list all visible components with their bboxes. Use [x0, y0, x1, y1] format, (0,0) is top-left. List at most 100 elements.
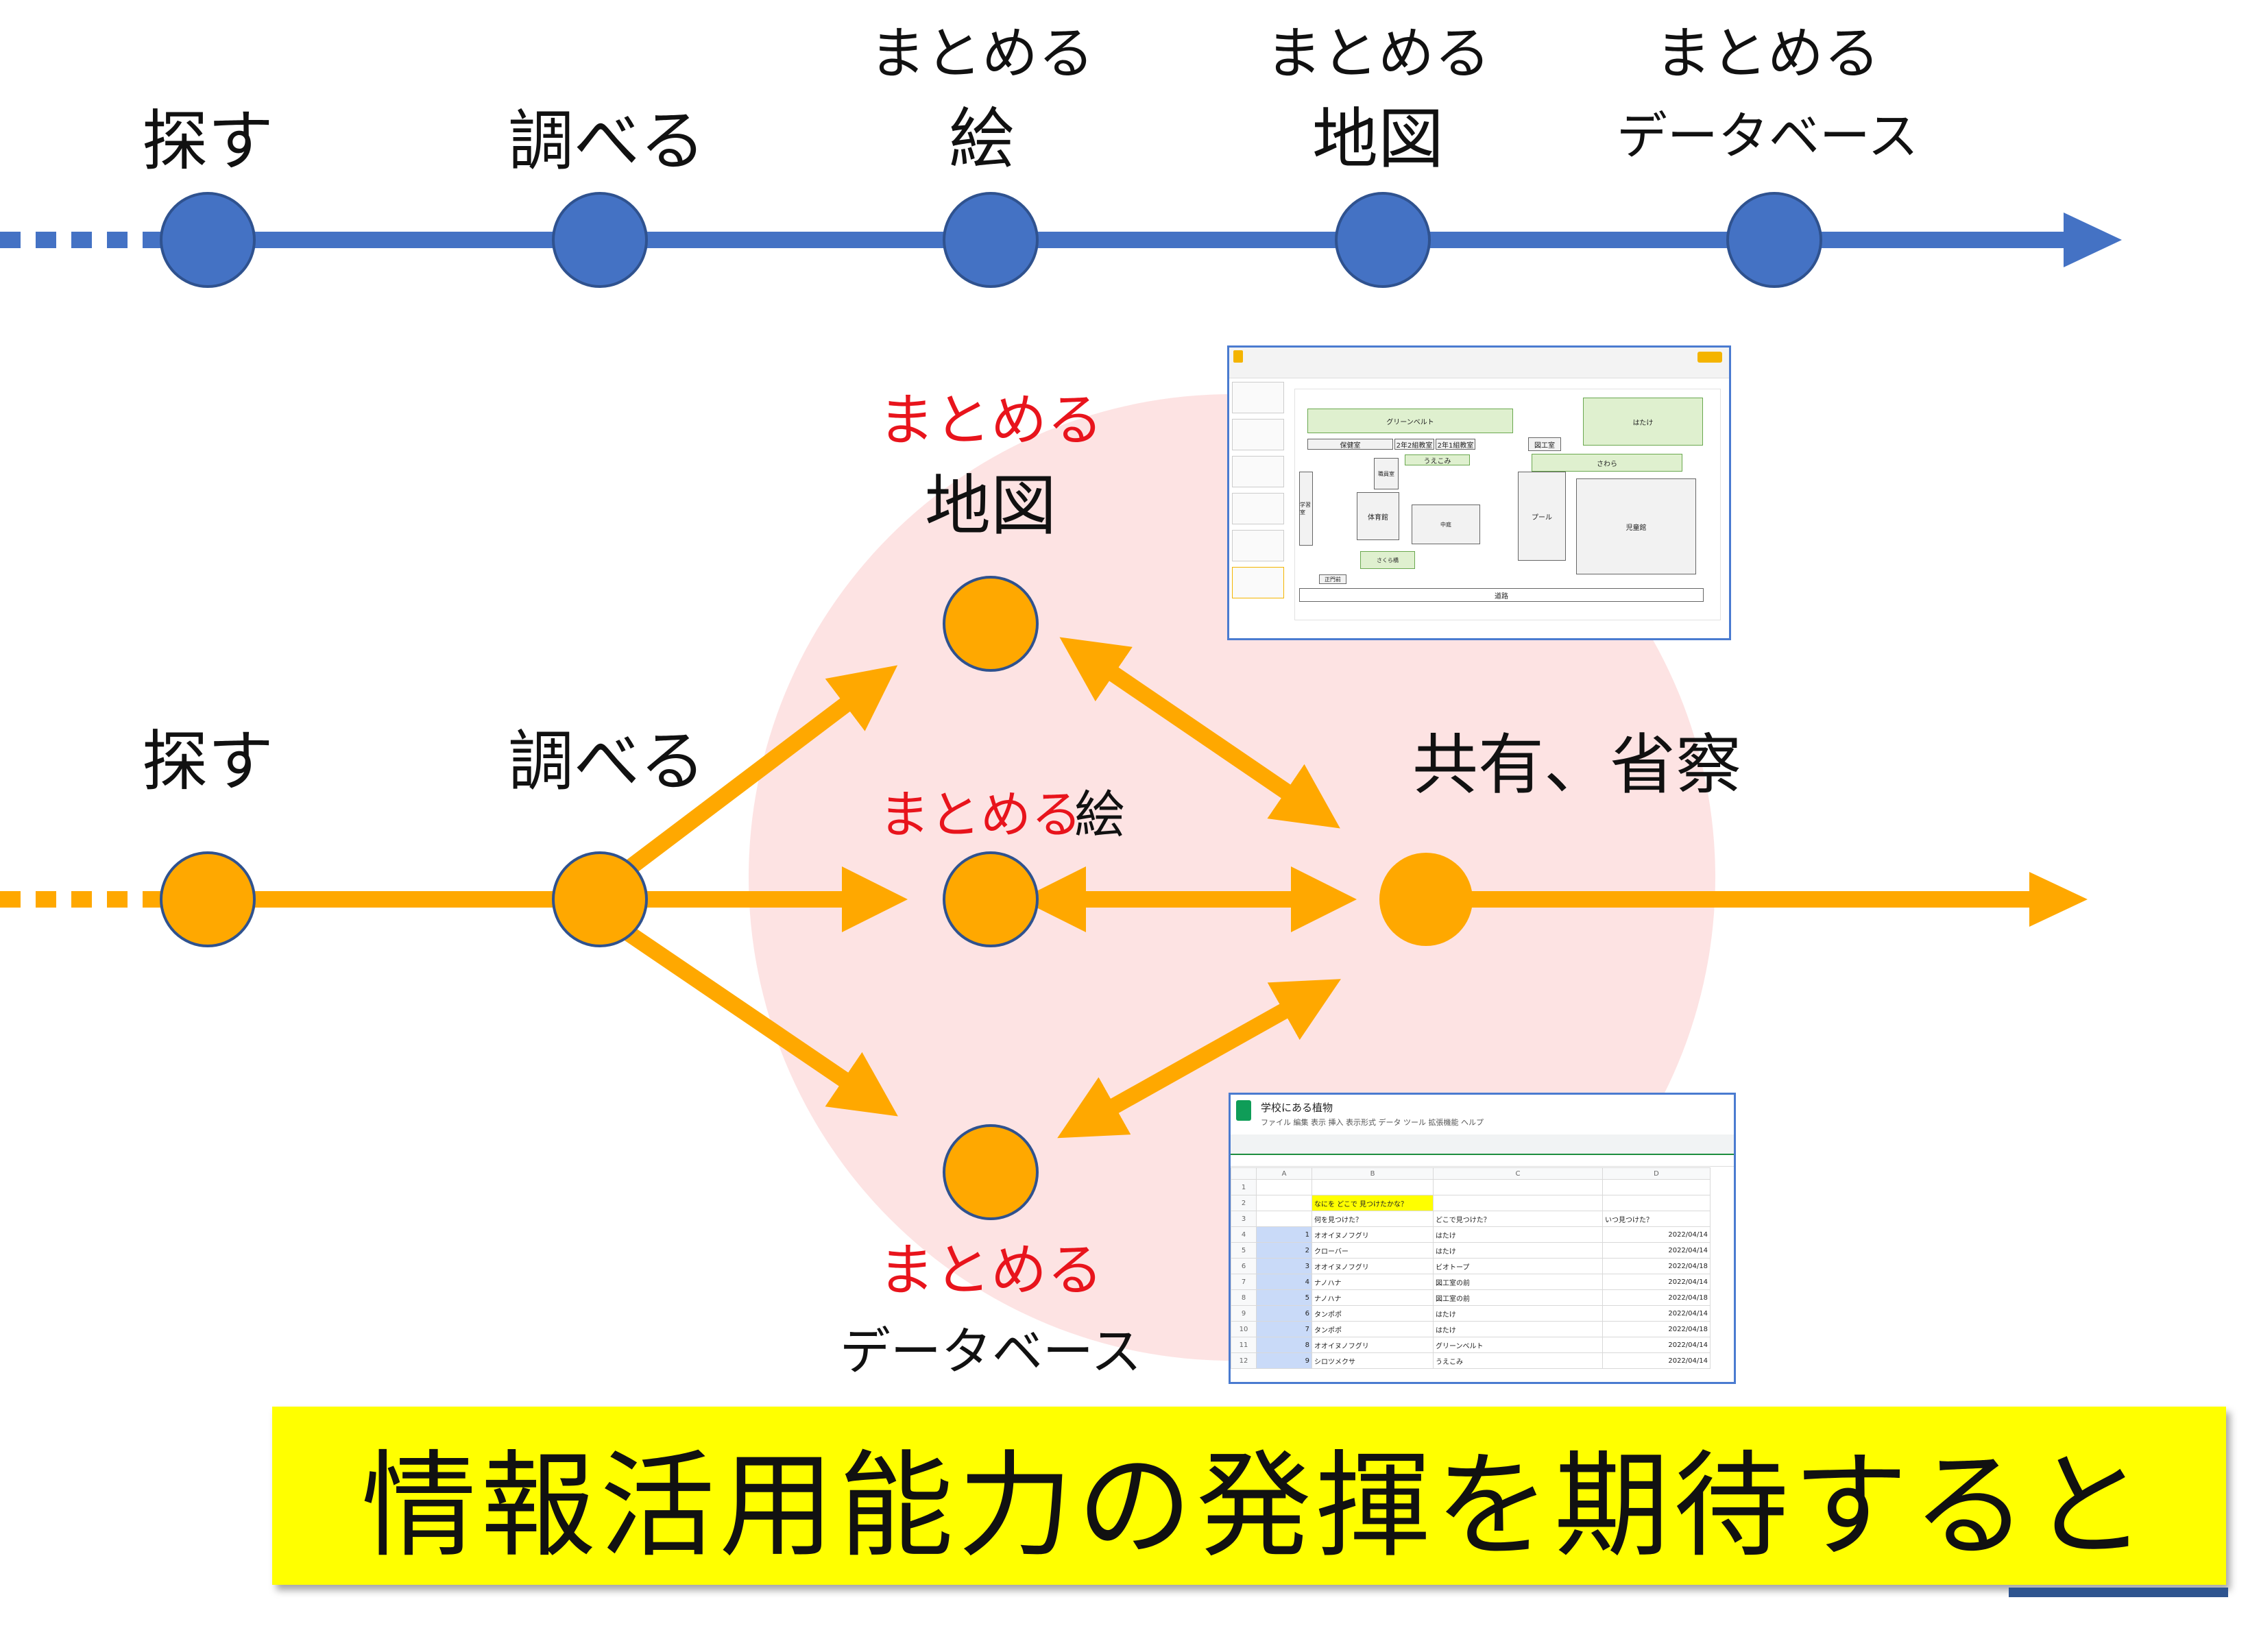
sheet-title: 学校にある植物 — [1261, 1102, 1333, 1114]
row-number: 6 — [1231, 1258, 1257, 1274]
where-cell: 図工室の前 — [1433, 1289, 1603, 1306]
sheets-header: 学校にある植物 ファイル 編集 表示 挿入 表示形式 データ ツール 拡張機能 … — [1231, 1095, 1734, 1133]
what-cell: タンポポ — [1312, 1321, 1434, 1337]
table-row: 2 なにを どこで 見つけたかな？ — [1231, 1195, 1711, 1211]
arrow-database-share — [1057, 979, 1341, 1139]
when-cell: 2022/04/14 — [1602, 1305, 1711, 1322]
map-nurse-office: 保健室 — [1307, 439, 1393, 450]
bottom-label-share: 共有、省察 — [1412, 727, 1741, 803]
when-cell: 2022/04/14 — [1602, 1337, 1711, 1353]
map-pool: プール — [1518, 472, 1566, 561]
row-number: 12 — [1231, 1352, 1257, 1369]
bottom-node-share — [1379, 853, 1473, 946]
header-when: いつ見つけた？ — [1602, 1211, 1711, 1227]
when-cell: 2022/04/18 — [1602, 1258, 1711, 1274]
row-number: 7 — [1231, 1274, 1257, 1290]
share-button — [1697, 352, 1722, 363]
where-cell: はたけ — [1433, 1305, 1603, 1322]
row-index-cell: 2 — [1256, 1242, 1312, 1259]
col-c: C — [1433, 1167, 1603, 1180]
row-number: 10 — [1231, 1321, 1257, 1337]
top-label-investigate: 調べる — [508, 103, 705, 180]
table-row: 1 — [1231, 1179, 1711, 1195]
what-cell: タンポポ — [1312, 1305, 1434, 1322]
when-cell: 2022/04/14 — [1602, 1226, 1711, 1243]
row-index-cell: 8 — [1256, 1337, 1312, 1353]
map-sakura-bridge: さくら橋 — [1360, 551, 1415, 569]
bottom-node-search — [160, 851, 256, 947]
col-d: D — [1602, 1167, 1711, 1180]
sheet-grid: A B C D 1 2 なにを どこで 見つけたかな？ 3 何を見つけた？ どこ… — [1231, 1167, 1711, 1369]
when-cell: 2022/04/14 — [1602, 1242, 1711, 1259]
top-label-database: データベース — [1616, 107, 1919, 166]
bottom-label-database-verb: まとめる — [878, 1238, 1104, 1303]
row-number: 9 — [1231, 1305, 1257, 1322]
map-courtyard: 中庭 — [1412, 505, 1480, 544]
sheets-logo-icon — [1236, 1100, 1251, 1121]
map-main-gate: 正門前 — [1319, 574, 1346, 584]
bottom-label-picture-verb: まとめる — [879, 786, 1082, 845]
map-gym: 体育館 — [1357, 492, 1399, 540]
where-cell: はたけ — [1433, 1321, 1603, 1337]
slide-thumbnail — [1232, 567, 1284, 598]
map-staff-room: 職員室 — [1374, 458, 1399, 489]
row-index-cell: 4 — [1256, 1274, 1312, 1290]
bottom-node-picture — [943, 851, 1039, 947]
when-cell: 2022/04/18 — [1602, 1289, 1711, 1306]
bottom-label-map-verb: まとめる — [878, 388, 1104, 453]
what-cell: オオイヌノフグリ — [1312, 1337, 1434, 1353]
top-label-map: 地図 — [1312, 101, 1444, 178]
map-green-belt: グリーンベルト — [1307, 409, 1513, 433]
top-label-search: 探す — [142, 103, 274, 180]
col-a: A — [1256, 1167, 1312, 1180]
map-road: 道路 — [1299, 588, 1704, 602]
slide-thumbnail — [1232, 456, 1284, 487]
map-sawara: さわら — [1532, 454, 1682, 472]
header-what: 何を見つけた？ — [1312, 1211, 1434, 1227]
arrow-investigate-to-map — [612, 665, 898, 884]
top-node-search — [160, 192, 256, 288]
when-cell: 2022/04/18 — [1602, 1321, 1711, 1337]
slide-thumbnail — [1232, 530, 1284, 561]
sheet-menu-bar: ファイル 編集 表示 挿入 表示形式 データ ツール 拡張機能 ヘルプ — [1261, 1118, 1484, 1127]
sheet-toolbar — [1231, 1134, 1734, 1155]
row-number: 4 — [1231, 1226, 1257, 1243]
map-classroom-2-2: 2年2組教室 — [1394, 439, 1434, 450]
bottom-node-database — [943, 1124, 1039, 1220]
question-cell: なにを どこで 見つけたかな？ — [1312, 1195, 1434, 1211]
slides-logo-icon — [1233, 350, 1243, 363]
row-index-cell: 9 — [1256, 1352, 1312, 1369]
table-row: 3 何を見つけた？ どこで見つけた？ いつ見つけた？ — [1231, 1211, 1711, 1227]
top-timeline-arrowhead — [2064, 212, 2122, 267]
top-label-picture: 絵 — [949, 101, 1015, 178]
where-cell: 図工室の前 — [1433, 1274, 1603, 1290]
formula-bar — [1231, 1155, 1734, 1167]
arrow-investigate-to-database — [612, 919, 898, 1117]
top-label-database-verb: まとめる — [1654, 21, 1881, 86]
arrow-map-share — [1059, 637, 1340, 829]
what-cell: オオイヌノフグリ — [1312, 1226, 1434, 1243]
slide-thumbnail-rail — [1232, 382, 1288, 635]
bottom-timeline-arrowhead — [2029, 872, 2088, 927]
when-cell: 2022/04/14 — [1602, 1352, 1711, 1369]
what-cell: ナノハナ — [1312, 1289, 1434, 1306]
top-node-database — [1726, 192, 1822, 288]
row-number: 8 — [1231, 1289, 1257, 1306]
row-index-cell: 6 — [1256, 1305, 1312, 1322]
top-label-map-verb: まとめる — [1265, 21, 1491, 86]
banner-text: 情報活用能力の発揮を期待すると — [361, 1438, 2151, 1573]
bottom-label-investigate: 調べる — [508, 723, 705, 800]
row-number: 5 — [1231, 1242, 1257, 1259]
map-slide-screenshot: グリーンベルト はたけ 図工室 さわら 2年2組教室 2年1組教室 保健室 うえ… — [1227, 345, 1731, 640]
what-cell: ナノハナ — [1312, 1274, 1434, 1290]
row-index-cell: 3 — [1256, 1258, 1312, 1274]
what-cell: クローバー — [1312, 1242, 1434, 1259]
